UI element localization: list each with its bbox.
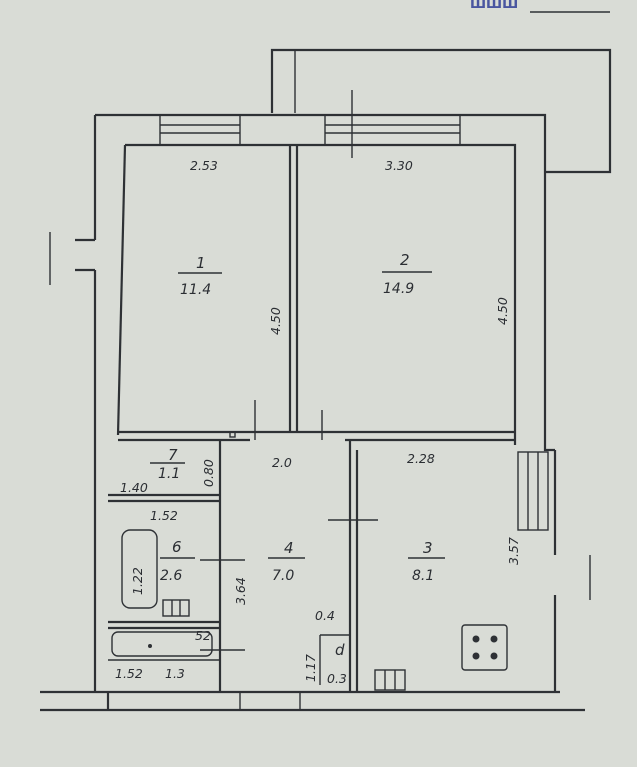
room-1-area: 11.4 [180, 282, 211, 298]
dim-room7-width: 1.40 [120, 480, 148, 495]
sink-icon [374, 669, 406, 691]
closet-label: d [335, 641, 345, 659]
room-6-number: 6 [172, 538, 182, 556]
dim-closet-width: 0.4 [315, 608, 335, 623]
outer-walls [40, 113, 591, 712]
toilet-icon [162, 599, 190, 617]
dim-room2-height: 4.50 [495, 297, 510, 325]
balcony [270, 48, 612, 174]
dim-room3-height: 3.57 [506, 537, 521, 565]
room-4-area: 7.0 [272, 568, 294, 584]
dim-bath-side: 52 [195, 628, 211, 643]
dim-room3-width: 2.28 [407, 451, 435, 466]
dim-closet-depth: 0.3 [327, 671, 347, 686]
dim-hall-width: 2.0 [272, 455, 292, 470]
room-6-area: 2.6 [160, 568, 182, 584]
dim-hall-height: 3.64 [233, 577, 248, 605]
dim-room2-width: 3.30 [385, 158, 413, 173]
interior-walls [108, 145, 515, 692]
dim-room1-width: 2.53 [190, 158, 218, 173]
room-2-number: 2 [400, 251, 410, 269]
bathtub-icon-2 [111, 631, 213, 657]
dim-room1-height: 4.50 [268, 307, 283, 335]
stove-icon [461, 624, 508, 671]
dim-closet-height: 1.17 [303, 654, 318, 682]
windows [159, 90, 549, 711]
header-fragment: ШШШ [470, 0, 518, 12]
dim-bath-width: 1.52 [115, 666, 143, 681]
room-3-area: 8.1 [412, 568, 434, 584]
dim-room6-width: 1.52 [150, 508, 178, 523]
fixtures [111, 431, 508, 691]
room-7-area: 1.1 [158, 466, 180, 482]
dim-bath-depth: 1.3 [165, 666, 185, 681]
room-4-number: 4 [284, 539, 294, 557]
bathtub-icon [121, 529, 158, 609]
room-2-area: 14.9 [383, 281, 414, 297]
room-7-number: 7 [168, 446, 178, 464]
dim-room6-height: 1.22 [130, 567, 145, 595]
room-1-number: 1 [196, 254, 206, 272]
room-3-number: 3 [423, 539, 433, 557]
dim-room7-height: 0.80 [201, 459, 216, 487]
